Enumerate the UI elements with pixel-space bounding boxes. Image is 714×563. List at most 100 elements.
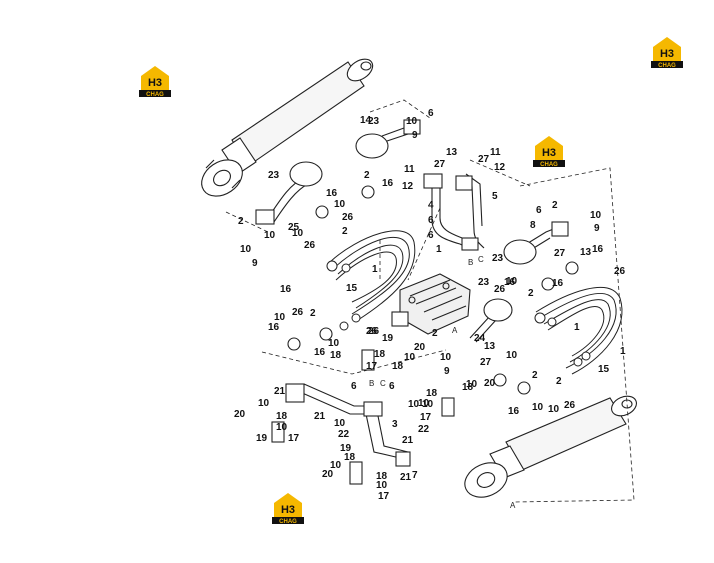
part-number-label: 20 [322,469,334,480]
part-number-label: 10 [264,230,276,241]
elbow-hose-right-lower [469,298,513,343]
svg-text:CHAG: CHAG [279,519,297,525]
part-number-label: 1 [372,264,378,275]
part-number-label: 6 [428,108,434,119]
part-number-label: 26 [564,400,576,411]
part-number-label: 19 [256,433,268,444]
port-letter-label: B [369,379,374,388]
part-number-label: 6 [389,381,395,392]
part-number-label: 16 [382,178,394,189]
clamp-brackets [271,185,579,485]
svg-text:CHAG: CHAG [540,162,558,168]
part-number-label: 16 [268,322,280,333]
part-number-label: 10 [590,210,602,221]
part-number-label: 17 [366,361,378,372]
part-number-label: 6 [428,215,434,226]
part-number-label: 21 [402,435,414,446]
part-number-label: 10 [506,276,518,287]
part-number-label: 10 [548,404,560,415]
control-valve [391,273,471,335]
part-number-label: 10 [466,379,478,390]
part-number-label: 20 [234,409,246,420]
part-number-label: 16 [508,406,520,417]
part-number-label: 18 [462,382,474,393]
part-number-label: 10 [532,402,544,413]
part-number-label: 9 [444,366,450,377]
part-number-label: 2 [342,226,348,237]
part-number-label: 13 [580,247,592,258]
part-number-label: 17 [420,412,432,423]
part-number-label: 11 [490,147,501,158]
part-number-label: 10 [406,116,418,127]
part-number-label: 5 [492,191,498,202]
part-number-label: 2 [238,216,244,227]
part-number-label: 18 [376,471,388,482]
part-number-label: 19 [340,443,352,454]
svg-text:H3: H3 [660,48,674,60]
part-number-label: 1 [620,346,626,357]
part-number-label: 20 [484,378,496,389]
svg-text:CHAG: CHAG [146,92,164,98]
part-number-label: 18 [276,411,288,422]
tube-pipes-upper [423,173,485,251]
part-number-label: 9 [412,130,418,141]
part-number-label: 21 [400,472,412,483]
part-number-label: 10 [404,352,416,363]
part-number-label: 12 [402,181,414,192]
port-letter-label: A [510,501,516,510]
part-number-label: 19 [382,333,394,344]
part-number-label: 10 [274,312,286,323]
part-number-label: 2 [310,308,316,319]
part-number-label: 10 [330,460,342,471]
part-number-label: 2 [556,376,562,387]
tube-pipes-lower [285,383,411,467]
part-number-label: 22 [418,424,430,435]
elbow-hose-left [255,161,323,225]
part-number-label: 27 [480,357,492,368]
part-number-label: 10 [240,244,252,255]
part-number-label: 26 [366,326,378,337]
part-number-label: 24 [474,333,486,344]
part-number-label: 10 [292,228,304,239]
part-number-label: 1 [436,244,442,255]
part-number-label: 2 [532,370,538,381]
part-number-label: 21 [274,386,286,397]
part-number-label: 18 [344,452,356,463]
leader-lines [225,99,635,503]
part-number-label: 18 [330,350,342,361]
part-number-label: 11 [404,164,415,175]
part-number-label: 10 [418,398,430,409]
part-number-label: 16 [552,278,564,289]
brand-logo: H3 CHAG [531,134,567,168]
brand-logo: H3 CHAG [137,64,173,98]
port-letter-label: C [380,379,386,388]
svg-text:H3: H3 [148,77,162,89]
part-number-label: 10 [506,350,518,361]
part-number-label: 2 [364,170,370,181]
port-letter-label: B [468,258,473,267]
part-number-label: 10 [376,480,388,491]
part-number-label: 2 [552,200,558,211]
part-number-label: 10 [440,352,452,363]
part-number-label: 20 [414,342,426,353]
brand-logo: H3 CHAG [649,35,685,69]
part-number-label: 22 [338,429,350,440]
port-letter-label: A [452,326,458,335]
part-number-label: 2 [528,288,534,299]
part-number-label: 6 [536,205,542,216]
part-number-label: 10 [334,199,346,210]
part-number-label: 7 [412,470,418,481]
part-number-label: 21 [314,411,326,422]
part-number-label: 12 [494,162,506,173]
svg-text:CHAG: CHAG [658,63,676,69]
port-letter-label: C [478,255,484,264]
part-number-label: 26 [304,240,316,251]
part-number-label: 26 [614,266,626,277]
part-number-label: 3 [392,419,398,430]
upper-cylinder [201,58,374,197]
part-number-label: 27 [554,248,566,259]
elbow-hose-top [355,119,421,159]
part-number-label: 18 [392,361,404,372]
